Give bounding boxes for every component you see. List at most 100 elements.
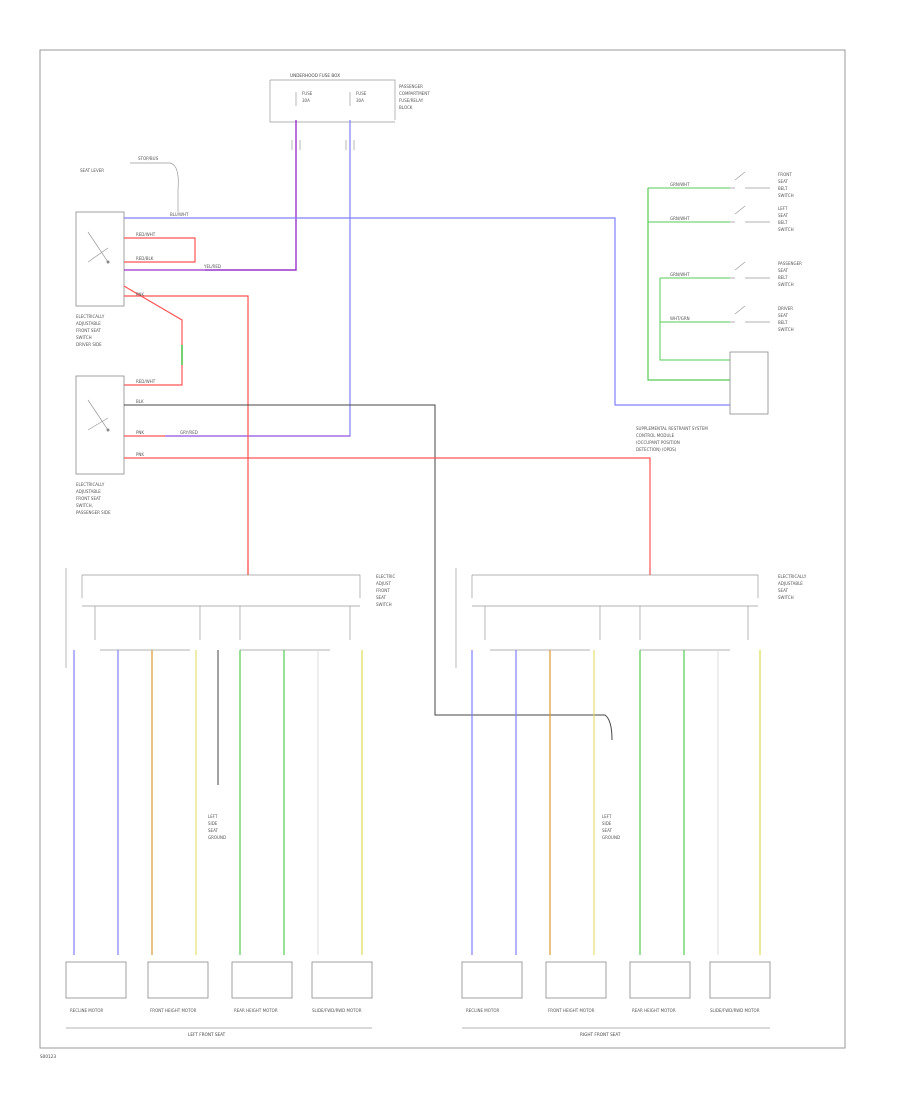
svg-text:BELT: BELT xyxy=(778,220,788,225)
right-seat-switch-assembly xyxy=(455,560,759,668)
svg-text:RED/WHT: RED/WHT xyxy=(136,232,156,237)
blue-wire-top xyxy=(124,217,730,406)
purple-wire-fuse xyxy=(205,120,297,271)
svg-text:LEFT: LEFT xyxy=(208,814,218,819)
svg-text:SWITCH: SWITCH xyxy=(76,335,92,340)
svg-text:SEAT: SEAT xyxy=(778,588,788,593)
svg-text:GRY/RED: GRY/RED xyxy=(180,430,198,435)
fuse-right-label: FUSE xyxy=(356,91,367,96)
svg-text:CONTROL MODULE: CONTROL MODULE xyxy=(636,433,675,438)
svg-text:PNK: PNK xyxy=(136,430,144,435)
svg-text:ELECTRICALLY: ELECTRICALLY xyxy=(76,482,105,487)
svg-text:YEL/RED: YEL/RED xyxy=(203,264,221,269)
red-wire-lower-switch xyxy=(123,285,183,386)
passenger-seat-switch xyxy=(75,375,125,475)
svg-text:SEAT: SEAT xyxy=(778,313,788,318)
svg-text:30A: 30A xyxy=(356,98,364,103)
svg-text:WHT/GRN: WHT/GRN xyxy=(670,316,690,321)
svg-text:DRIVER: DRIVER xyxy=(778,306,793,311)
svg-text:FUSE/RELAY: FUSE/RELAY xyxy=(399,98,424,103)
red-loop-wire xyxy=(124,237,196,263)
driver-seat-switch xyxy=(75,211,125,307)
svg-text:PASSENGER: PASSENGER xyxy=(399,84,423,89)
svg-text:FRONT HEIGHT MOTOR: FRONT HEIGHT MOTOR xyxy=(150,1008,197,1013)
svg-text:SWITCH: SWITCH xyxy=(778,227,794,232)
svg-text:SEAT: SEAT xyxy=(376,595,386,600)
svg-text:SWITCH: SWITCH xyxy=(778,595,794,600)
svg-text:RECLINE MOTOR: RECLINE MOTOR xyxy=(70,1008,103,1013)
svg-text:ADJUSTABLE: ADJUSTABLE xyxy=(76,489,101,494)
svg-text:SLIDE/FWD/RWD MOTOR: SLIDE/FWD/RWD MOTOR xyxy=(710,1008,760,1013)
svg-text:SWITCH: SWITCH xyxy=(778,282,794,287)
left-motors xyxy=(65,961,373,999)
svg-text:LEFT: LEFT xyxy=(602,814,612,819)
svg-text:SWITCH: SWITCH xyxy=(778,327,794,332)
svg-text:PNK: PNK xyxy=(136,292,144,297)
black-wire xyxy=(124,404,613,741)
svg-text:SUPPLEMENTAL RESTRAINT SYSTEM: SUPPLEMENTAL RESTRAINT SYSTEM xyxy=(636,426,708,431)
svg-text:ELECTRIC: ELECTRIC xyxy=(376,574,395,579)
seat-lever-label: SEAT LEVER xyxy=(80,168,104,173)
svg-text:PASSENGER SIDE: PASSENGER SIDE xyxy=(76,510,111,515)
svg-text:SEAT: SEAT xyxy=(778,179,788,184)
red-wire-down-left xyxy=(124,295,249,575)
svg-text:SEAT: SEAT xyxy=(778,213,788,218)
svg-text:ADJUST: ADJUST xyxy=(376,581,391,586)
svg-text:SWITCH: SWITCH xyxy=(778,193,794,198)
svg-text:ELECTRICALLY: ELECTRICALLY xyxy=(778,574,807,579)
svg-text:GROUND: GROUND xyxy=(208,835,226,840)
svg-text:PASSENGER: PASSENGER xyxy=(778,261,802,266)
stop-bus-label: STOP/BUS xyxy=(138,156,159,161)
svg-text:PNK: PNK xyxy=(136,452,144,457)
svg-text:SEAT: SEAT xyxy=(602,828,612,833)
fuse-box: UNDERHOOD FUSE BOX PASSENGER COMPARTMENT… xyxy=(269,73,430,123)
svg-text:RECLINE MOTOR: RECLINE MOTOR xyxy=(466,1008,499,1013)
svg-text:30A: 30A xyxy=(302,98,310,103)
left-seat-switch-assembly xyxy=(65,560,361,785)
right-front-seat-label: RIGHT FRONT SEAT xyxy=(580,1032,621,1037)
belt-switches xyxy=(647,171,770,415)
svg-text:SIDE: SIDE xyxy=(602,821,612,826)
svg-text:ADJUSTABLE: ADJUSTABLE xyxy=(76,321,101,326)
fuse-box-title: UNDERHOOD FUSE BOX xyxy=(290,73,340,78)
svg-text:SEAT: SEAT xyxy=(208,828,218,833)
svg-text:RED/BLK: RED/BLK xyxy=(136,256,154,261)
red-wire-right xyxy=(124,457,651,560)
svg-text:DRIVER SIDE: DRIVER SIDE xyxy=(76,342,102,347)
svg-text:ELECTRICALLY: ELECTRICALLY xyxy=(76,314,105,319)
svg-text:BELT: BELT xyxy=(778,275,788,280)
right-motors xyxy=(461,961,771,999)
svg-text:REAR HEIGHT MOTOR: REAR HEIGHT MOTOR xyxy=(234,1008,278,1013)
svg-text:REAR HEIGHT MOTOR: REAR HEIGHT MOTOR xyxy=(632,1008,676,1013)
svg-text:SWITCH: SWITCH xyxy=(376,602,392,607)
svg-text:FRONT SEAT: FRONT SEAT xyxy=(76,328,101,333)
svg-text:GRN/WHT: GRN/WHT xyxy=(670,272,690,277)
svg-text:BLU/WHT: BLU/WHT xyxy=(170,212,189,217)
svg-text:LEFT: LEFT xyxy=(778,206,788,211)
svg-text:BELT: BELT xyxy=(778,320,788,325)
left-front-seat-label: LEFT FRONT SEAT xyxy=(188,1032,226,1037)
fuse-left-label: FUSE xyxy=(302,91,313,96)
page-ref: S00123 xyxy=(40,1054,56,1059)
svg-text:(OCCUPANT POSITION: (OCCUPANT POSITION xyxy=(636,440,680,445)
svg-text:BLK: BLK xyxy=(136,399,144,404)
svg-text:COMPARTMENT: COMPARTMENT xyxy=(399,91,430,96)
svg-text:GRN/WHT: GRN/WHT xyxy=(670,182,690,187)
svg-text:SWITCH,: SWITCH, xyxy=(76,503,93,508)
svg-text:DETECTION) (OPDS): DETECTION) (OPDS) xyxy=(636,447,677,452)
svg-text:ADJUSTABLE: ADJUSTABLE xyxy=(778,581,803,586)
svg-text:FRONT SEAT: FRONT SEAT xyxy=(76,496,101,501)
svg-text:BLOCK: BLOCK xyxy=(399,105,413,110)
svg-text:SLIDE/FWD/RWD MOTOR: SLIDE/FWD/RWD MOTOR xyxy=(312,1008,362,1013)
svg-text:FRONT HEIGHT MOTOR: FRONT HEIGHT MOTOR xyxy=(548,1008,595,1013)
blue-wire-fuse-right xyxy=(165,120,351,437)
svg-text:RED/WHT: RED/WHT xyxy=(136,379,156,384)
svg-text:FRONT: FRONT xyxy=(376,588,390,593)
svg-text:GRN/WHT: GRN/WHT xyxy=(670,216,690,221)
svg-text:SEAT: SEAT xyxy=(778,268,788,273)
svg-text:BELT: BELT xyxy=(778,186,788,191)
svg-text:GROUND: GROUND xyxy=(602,835,620,840)
svg-text:SIDE: SIDE xyxy=(208,821,218,826)
page-frame xyxy=(39,49,846,1049)
